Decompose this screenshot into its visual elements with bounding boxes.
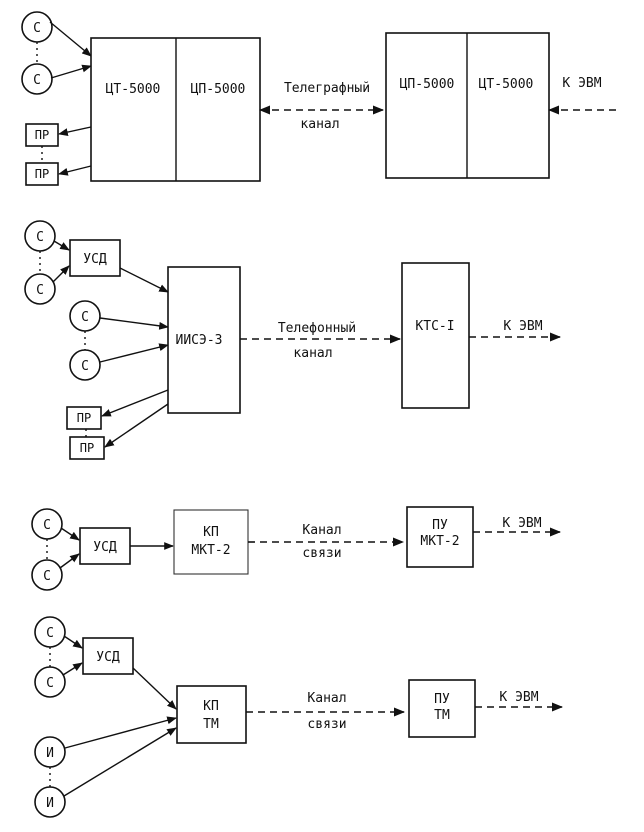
pu-label-line2: МКТ-2: [420, 534, 459, 549]
source-label-2: С: [43, 569, 51, 584]
kp-label-line1: КП: [203, 525, 219, 540]
kp-label-line2: ТМ: [203, 717, 219, 732]
arrow-source-4: [99, 343, 169, 363]
pu-label-line1: ПУ: [432, 518, 448, 533]
usd-box: [69, 239, 121, 277]
diagram-4: С С УСД И И КП ТМ Канал связи ПУ ТМ К ЭВ…: [34, 616, 564, 818]
printer-label-1: ПР: [77, 411, 91, 425]
iise-block: [167, 266, 241, 414]
kts-block: [401, 262, 470, 409]
kts-label: КТС-I: [415, 319, 454, 334]
source-label-1: С: [46, 626, 54, 641]
channel-label-line2: канал: [293, 346, 332, 361]
arrow-info-1: [64, 716, 177, 749]
arrow-to-usd-1: [60, 527, 80, 541]
source-circle-2: [31, 559, 63, 591]
usd-label: УСД: [83, 252, 107, 267]
iise-label: ИИСЭ-3: [176, 333, 223, 348]
arrow-to-usd-1: [63, 635, 83, 649]
channel-label-line1: Канал: [302, 523, 341, 538]
channel-label-line1: Телефонный: [278, 321, 356, 336]
right-block-b-label: ЦТ-5000: [479, 77, 534, 92]
to-computer-label: К ЭВМ: [562, 76, 601, 91]
channel-label-line2: канал: [300, 117, 339, 132]
arrow-printer-2: [104, 403, 169, 448]
printer-label-2: ПР: [80, 441, 94, 455]
source-label-1: С: [43, 518, 51, 533]
to-computer-label: К ЭВМ: [503, 319, 542, 334]
channel-label-line1: Канал: [307, 691, 346, 706]
info-label-1: И: [46, 746, 54, 761]
source-label-4: С: [81, 359, 89, 374]
diagram-2: С С УСД С С ИИСЭ-3 ПР ПР Телефонный кана…: [24, 220, 562, 460]
to-computer-label: К ЭВМ: [499, 690, 538, 705]
arrow-source-1: [49, 21, 92, 57]
channel-label-line2: связи: [302, 546, 341, 561]
arrow-source-2: [50, 64, 92, 79]
printer-box-2: [69, 436, 105, 460]
source-label-2: С: [33, 73, 41, 88]
source-label-3: С: [81, 310, 89, 325]
kp-tm-block: [176, 685, 247, 744]
source-label-2: С: [46, 676, 54, 691]
diagram-1: С С ПР ПР ЦТ-5000 ЦП-5000 Телеграфный ка…: [21, 11, 620, 186]
source-label-2: С: [36, 283, 44, 298]
arrow-printer-1: [101, 389, 169, 417]
source-circle-2: [21, 63, 53, 95]
arrow-source-3: [99, 317, 169, 330]
usd-box: [82, 637, 134, 675]
kp-mkt-block: [173, 509, 249, 575]
left-block-b-label: ЦП-5000: [191, 82, 246, 97]
usd-label: УСД: [93, 540, 117, 555]
pu-mkt-block: [406, 506, 474, 568]
source-circle-2: [24, 273, 56, 305]
source-label-1: С: [36, 230, 44, 245]
arrow-usd-to-block: [119, 267, 169, 293]
pu-label-line1: ПУ: [434, 692, 450, 707]
arrow-to-usd-2: [52, 265, 70, 283]
source-label-1: С: [33, 21, 41, 36]
printer-box-2: [25, 162, 59, 186]
printer-box-1: [66, 406, 102, 430]
diagram-3: С С УСД КП МКТ-2 Канал связи ПУ МКТ-2 К …: [31, 506, 562, 591]
arrow-to-usd-2: [62, 662, 83, 676]
arrow-usd-to-kp: [132, 667, 177, 710]
pu-tm-block: [408, 679, 476, 738]
to-computer-label: К ЭВМ: [502, 516, 541, 531]
usd-label: УСД: [96, 650, 120, 665]
info-label-2: И: [46, 796, 54, 811]
kp-label-line2: МКТ-2: [191, 543, 230, 558]
arrow-printer-1: [58, 126, 92, 136]
arrow-to-usd-1: [53, 240, 70, 251]
kp-label-line1: КП: [203, 699, 219, 714]
right-block-a-label: ЦП-5000: [400, 77, 455, 92]
printer-label-2: ПР: [35, 167, 49, 181]
left-block-a-label: ЦТ-5000: [106, 82, 161, 97]
channel-label-line1: Телеграфный: [284, 81, 370, 96]
arrow-printer-2: [58, 165, 92, 176]
printer-label-1: ПР: [35, 128, 49, 142]
arrow-info-2: [63, 727, 177, 797]
channel-label-line2: связи: [307, 717, 346, 732]
pu-label-line2: ТМ: [434, 708, 450, 723]
arrow-to-usd-2: [59, 553, 80, 569]
